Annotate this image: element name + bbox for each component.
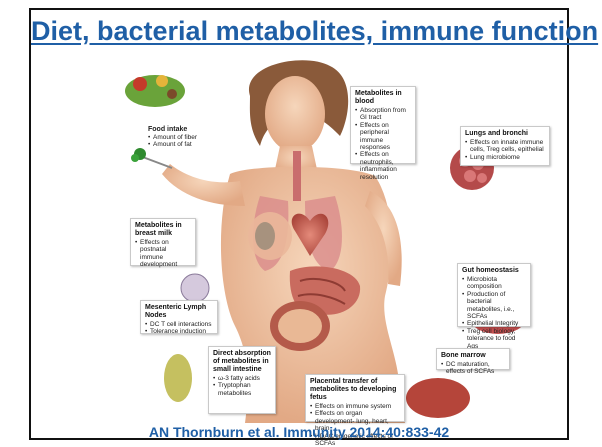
figure-illustration: Food intake Amount of fiberAmount of fat… xyxy=(100,56,561,423)
lymph-node xyxy=(181,274,209,302)
metabolites-blood-item: Effects on neutrophils, inflammation res… xyxy=(355,151,411,181)
gut-item: Microbiota composition xyxy=(462,276,526,291)
gut-item: Treg cell biology, tolerance to food Ags xyxy=(462,328,526,350)
metabolites-blood-item: Effects on peripheral immune responses xyxy=(355,122,411,152)
breast-milk-box: Metabolites in breast milk Effects on po… xyxy=(130,218,196,266)
lungs-heading: Lungs and bronchi xyxy=(465,130,545,138)
citation: AN Thornburn et al. Immunity 2014:40:833… xyxy=(31,424,567,440)
mesenteric-box: Mesenteric Lymph Nodes DC T cell interac… xyxy=(140,300,218,334)
food-intake-item: Amount of fat xyxy=(148,141,208,148)
food-intake-label: Food intake Amount of fiberAmount of fat xyxy=(148,126,208,149)
gut-box: Gut homeostasis Microbiota composition P… xyxy=(457,263,531,327)
mesenteric-heading: Mesenteric Lymph Nodes xyxy=(145,304,213,320)
lungs-item: Lung microbiome xyxy=(465,154,545,161)
bone-marrow-item: DC maturation, effects of SCFAs xyxy=(441,361,505,376)
placental-heading: Placental transfer of metabolites to dev… xyxy=(310,378,400,402)
gut-heading: Gut homeostasis xyxy=(462,267,526,275)
metabolites-blood-heading: Metabolites in blood xyxy=(355,90,411,106)
metabolites-blood-item: Absorption from GI tract xyxy=(355,107,411,122)
breast-milk-heading: Metabolites in breast milk xyxy=(135,222,191,238)
mesenteric-item: DC T cell interactions xyxy=(145,321,213,328)
head xyxy=(265,76,325,152)
slide-frame: Diet, bacterial metabolites, immune func… xyxy=(29,8,569,440)
slide-title: Diet, bacterial metabolites, immune func… xyxy=(31,16,567,47)
bone-marrow-heading: Bone marrow xyxy=(441,352,505,360)
mesenteric-item: Tolerance induction xyxy=(145,328,213,335)
small-intestine-detail xyxy=(164,354,192,402)
bone-marrow xyxy=(406,378,470,418)
direct-absorption-item: Tryptophan metabolites xyxy=(213,382,271,397)
food-intake-item: Amount of fiber xyxy=(148,134,208,141)
gut-item: Epithelial Integrity xyxy=(462,320,526,327)
direct-absorption-box: Direct absorption of metabolites in smal… xyxy=(208,346,276,414)
placental-box: Placental transfer of metabolites to dev… xyxy=(305,374,405,422)
lungs-box: Lungs and bronchi Effects on innate immu… xyxy=(460,126,550,166)
bone-marrow-box: Bone marrow DC maturation, effects of SC… xyxy=(436,348,510,370)
breast-milk-item: Effects on postnatal immune development xyxy=(135,239,191,269)
food-intake-heading: Food intake xyxy=(148,126,208,134)
placental-item: Effects on immune system xyxy=(310,403,400,410)
direct-absorption-heading: Direct absorption of metabolites in smal… xyxy=(213,350,271,374)
lungs-item: Effects on innate immune cells, Treg cel… xyxy=(465,139,545,154)
arm xyxy=(162,164,245,206)
direct-absorption-item: ω-3 fatty acids xyxy=(213,375,271,382)
fork xyxy=(140,156,172,168)
gut-item: Production of bacterial metabolites, i.e… xyxy=(462,291,526,321)
metabolites-blood-box: Metabolites in blood Absorption from GI … xyxy=(350,86,416,164)
